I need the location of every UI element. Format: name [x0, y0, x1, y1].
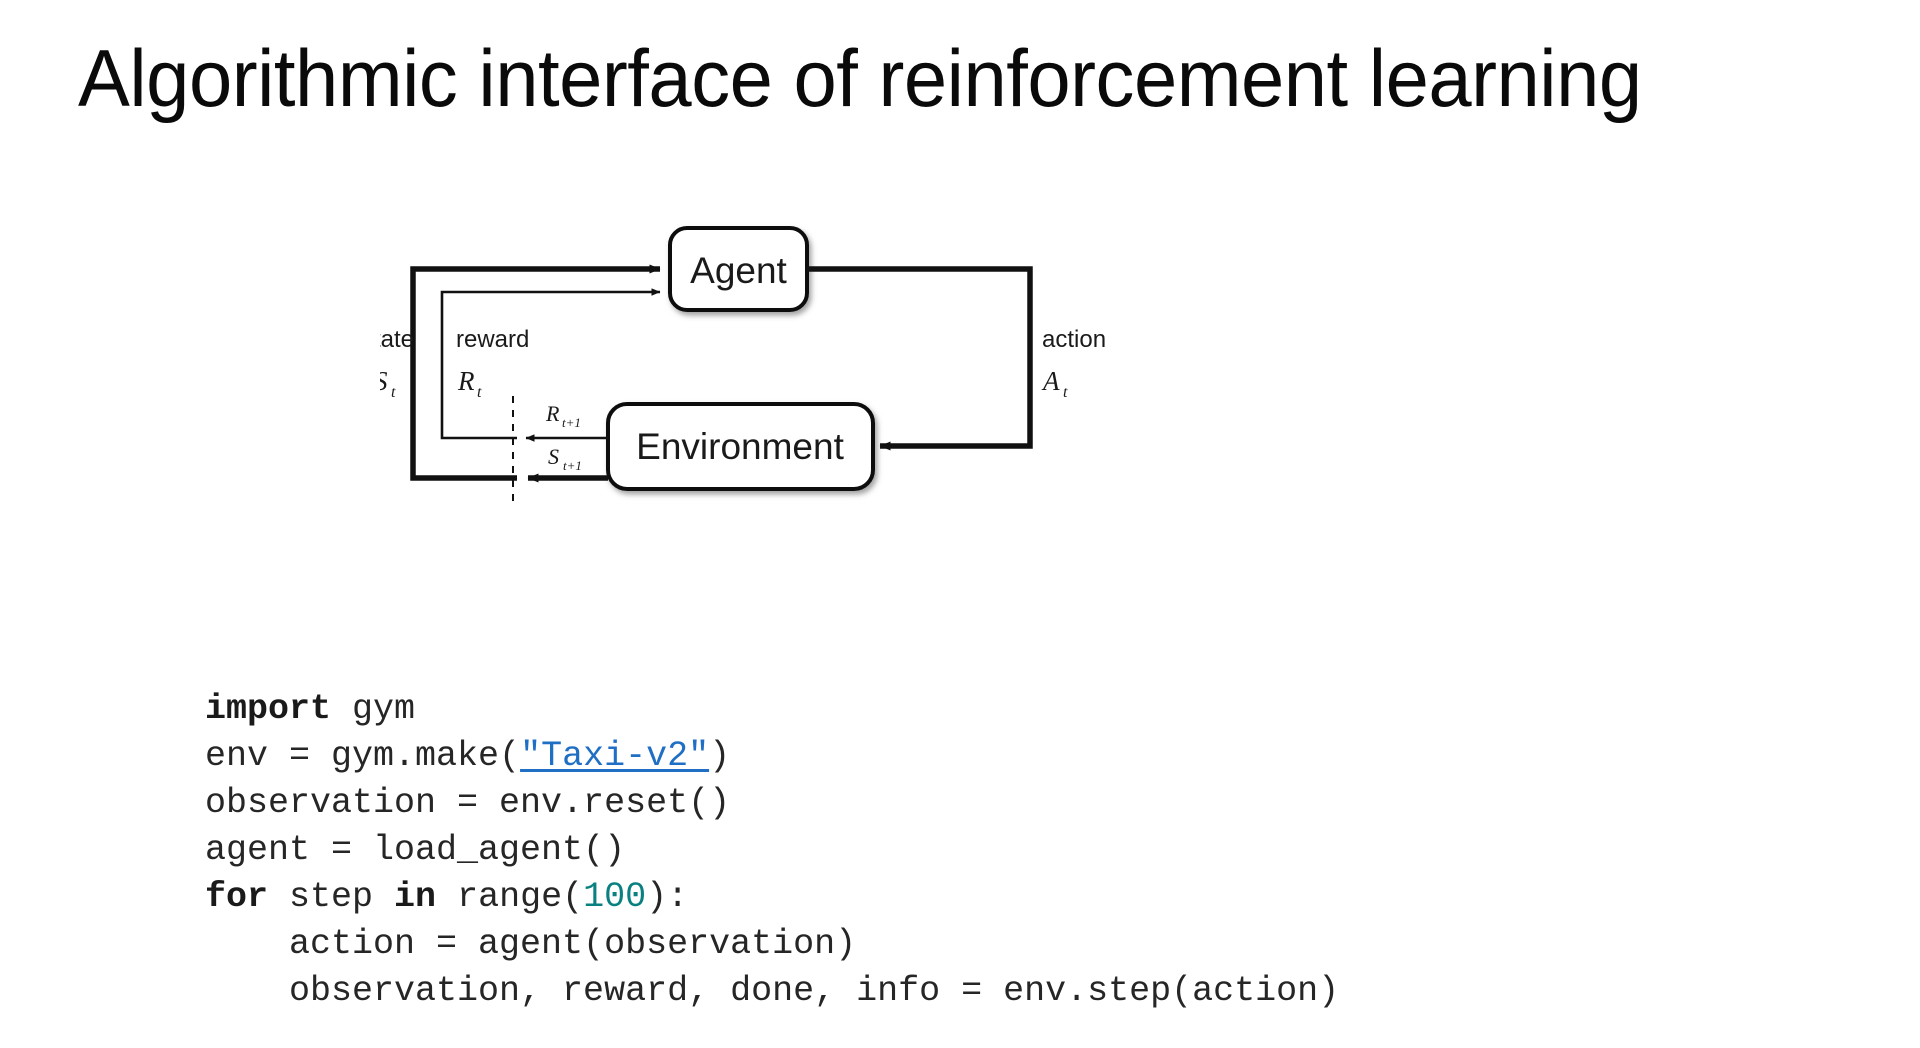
- next-state-symbol-label: S: [548, 444, 559, 469]
- agent-environment-diagram: Agent Environment state: [380, 206, 1200, 536]
- agent-label: Agent: [690, 250, 787, 291]
- action-word-label: action: [1042, 326, 1106, 353]
- action-subscript-label: t: [1063, 384, 1068, 401]
- environment-box: [606, 402, 875, 491]
- agent-node: Agent: [668, 226, 809, 312]
- code-text: agent = load_agent(): [205, 830, 626, 870]
- code-text: ):: [646, 877, 689, 917]
- code-line: action = agent(observation): [205, 921, 1339, 968]
- state-word-label: state: [380, 326, 414, 353]
- next-state-label-group: S t+1: [548, 444, 582, 473]
- next-reward-label-group: R t+1: [545, 401, 581, 430]
- code-number: 100: [583, 877, 647, 917]
- code-text: step: [268, 877, 395, 917]
- diagram-svg: Agent Environment state: [380, 226, 1106, 502]
- reward-word-label: reward: [456, 326, 529, 353]
- reward-symbol-label: R: [457, 366, 475, 396]
- state-label-group: state S t: [380, 326, 414, 401]
- code-line: env = gym.make("Taxi-v2"): [205, 733, 1339, 780]
- page-title: Algorithmic interface of reinforcement l…: [78, 34, 1642, 124]
- code-line: for step in range(100):: [205, 874, 1339, 921]
- code-keyword: for: [205, 877, 269, 917]
- state-edge: [410, 264, 661, 481]
- action-symbol-label: A: [1041, 366, 1060, 396]
- code-hyperlink-taxi-v2[interactable]: "Taxi-v2": [520, 736, 710, 776]
- code-text: gym: [331, 689, 416, 729]
- reward-label-group: reward R t: [456, 326, 529, 401]
- code-text: range(: [436, 877, 584, 917]
- code-text: observation = env.reset(): [205, 783, 731, 823]
- environment-node: Environment: [606, 402, 875, 491]
- code-line: import gym: [205, 686, 1339, 733]
- state-symbol-label: S: [380, 366, 388, 396]
- code-text: observation, reward, done, info = env.st…: [205, 971, 1340, 1011]
- action-label-group: action A t: [1041, 326, 1106, 401]
- reward-subscript-label: t: [477, 384, 482, 401]
- next-state-subscript-label: t+1: [563, 458, 582, 473]
- code-keyword: import: [205, 689, 332, 729]
- next-reward-subscript-label: t+1: [562, 415, 581, 430]
- next-reward-symbol-label: R: [545, 401, 560, 426]
- action-edge: [807, 266, 1033, 451]
- code-text: env = gym.make(: [205, 736, 521, 776]
- reward-edge: [440, 288, 661, 440]
- environment-label: Environment: [636, 426, 844, 467]
- code-keyword: in: [394, 877, 437, 917]
- code-text: action = agent(observation): [205, 924, 857, 964]
- code-line: observation, reward, done, info = env.st…: [205, 968, 1339, 1015]
- code-text: ): [709, 736, 731, 776]
- code-line: agent = load_agent(): [205, 827, 1339, 874]
- code-line: observation = env.reset(): [205, 780, 1339, 827]
- state-subscript-label: t: [391, 384, 396, 401]
